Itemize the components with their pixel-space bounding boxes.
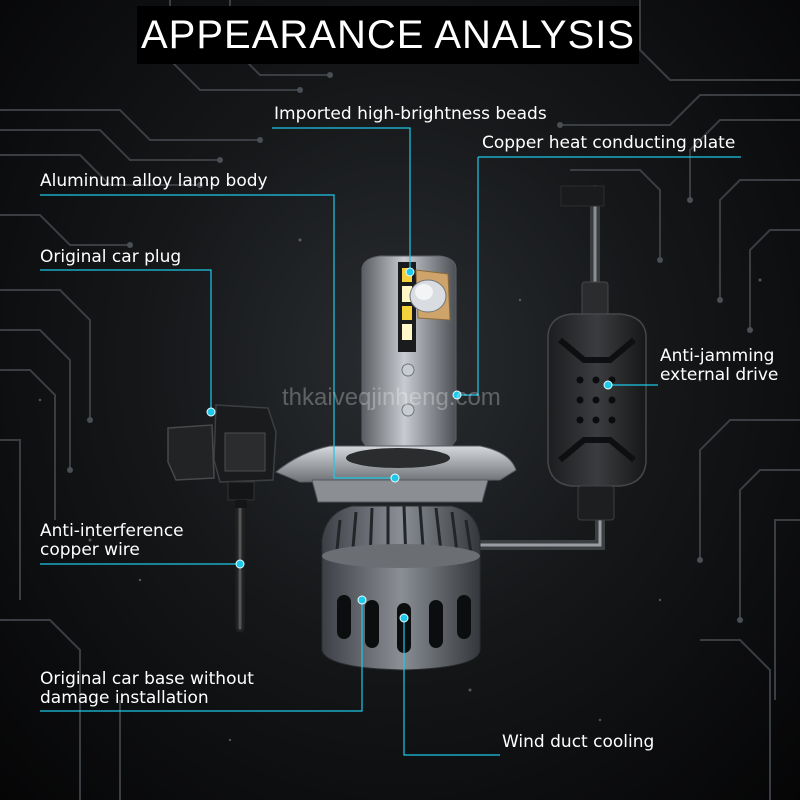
label-car-plug: Original car plug (40, 247, 182, 267)
car-plug (167, 404, 277, 508)
callout-line-car-base (40, 600, 363, 712)
watermark: thkaiveqjinheng.com (282, 384, 501, 411)
callout-dot-beads (405, 267, 415, 277)
callout-dot-copper-wire (235, 559, 245, 569)
callout-dot-car-plug (206, 407, 216, 417)
callout-dot-anti-jamming (603, 380, 613, 390)
callout-line-lamp-body (40, 194, 395, 479)
callout-dot-car-base (357, 595, 367, 605)
bulb-head (361, 255, 457, 457)
label-car-base-line2: damage installation (40, 688, 209, 708)
callout-dot-lamp-body (390, 473, 400, 483)
label-beads: Imported high-brightness beads (274, 104, 547, 124)
callout-line-wind-duct (403, 618, 500, 756)
callout-line-copper-plate (458, 156, 741, 396)
label-copper-plate: Copper heat conducting plate (482, 133, 736, 153)
callout-dot-copper-plate (452, 390, 462, 400)
callout-dot-wind-duct (399, 613, 409, 623)
driver-box (547, 281, 647, 521)
title-bar: APPEARANCE ANALYSIS (137, 6, 639, 64)
label-anti-jamming-line2: external drive (660, 365, 779, 385)
label-lamp-body: Aluminum alloy lamp body (40, 171, 268, 191)
label-car-base: Original car base without damage install… (40, 670, 254, 708)
callout-line-car-plug (40, 269, 212, 410)
mount-flange (275, 445, 517, 503)
page-title: APPEARANCE ANALYSIS (141, 12, 635, 57)
callout-line-beads (272, 127, 411, 270)
label-wind-duct: Wind duct cooling (502, 732, 655, 752)
label-anti-jamming-line1: Anti-jamming (660, 346, 775, 366)
label-car-base-line1: Original car base without (40, 669, 254, 689)
label-anti-jamming: Anti-jamming external drive (660, 347, 778, 385)
label-copper-wire-line1: Anti-interference (40, 521, 184, 541)
label-copper-wire-line2: copper wire (40, 540, 140, 560)
label-copper-wire: Anti-interference copper wire (40, 522, 184, 560)
